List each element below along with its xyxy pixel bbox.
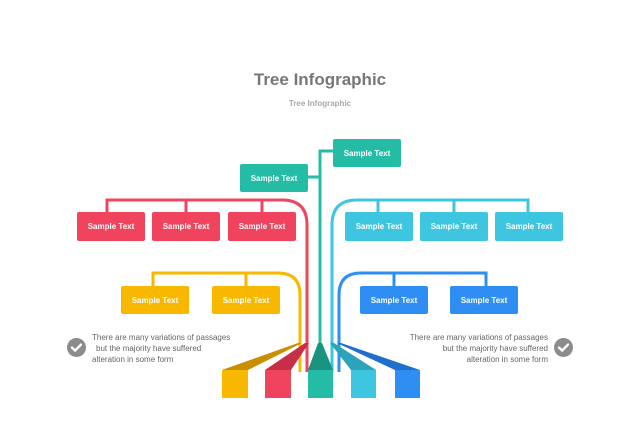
note-right-line-3: alteration in some form	[466, 355, 548, 364]
note-left-line-1: There are many variations of passages	[92, 333, 231, 342]
teal-bar	[308, 370, 333, 398]
cyan-branch-lines	[330, 198, 530, 372]
blue-ribbon	[337, 343, 420, 370]
note-left-line-2: but the majority have suffered	[96, 344, 202, 353]
yellow-bar	[222, 370, 248, 398]
cyan-box-2: Sample Text	[420, 212, 488, 241]
cyan-bar	[351, 370, 376, 398]
red-box-1: Sample Text	[77, 212, 145, 241]
check-circle-icon	[67, 338, 86, 357]
note-right-line-1: There are many variations of passages	[409, 333, 548, 342]
blue-box-1: Sample Text	[360, 286, 428, 314]
page-title: Tree Infographic	[253, 70, 387, 89]
blue-branch-lines	[337, 271, 488, 372]
blue-bar	[395, 370, 420, 398]
blue-box-2: Sample Text	[450, 286, 518, 314]
cyan-box-1: Sample Text	[345, 212, 413, 241]
check-circle-icon	[554, 338, 573, 357]
red-bar	[265, 370, 291, 398]
red-ribbon	[265, 343, 309, 370]
teal-box-top: Sample Text	[333, 139, 401, 167]
note-right: There are many variations of passages bu…	[378, 332, 548, 365]
note-left-line-3: alteration in some form	[92, 355, 174, 364]
page-subtitle: Tree Infographic	[288, 99, 352, 108]
cyan-box-3: Sample Text	[495, 212, 563, 241]
red-box-2: Sample Text	[152, 212, 220, 241]
yellow-box-2: Sample Text	[212, 286, 280, 314]
teal-box-mid: Sample Text	[240, 164, 308, 192]
red-box-3: Sample Text	[228, 212, 296, 241]
teal-ribbon	[308, 343, 333, 370]
note-left: There are many variations of passages bu…	[92, 332, 262, 365]
yellow-ribbon	[222, 343, 302, 370]
yellow-branch-lines	[151, 271, 302, 372]
cyan-ribbon	[330, 343, 376, 370]
note-right-line-2: but the majority have suffered	[442, 344, 548, 353]
yellow-box-1: Sample Text	[121, 286, 189, 314]
red-branch-lines	[105, 198, 309, 372]
